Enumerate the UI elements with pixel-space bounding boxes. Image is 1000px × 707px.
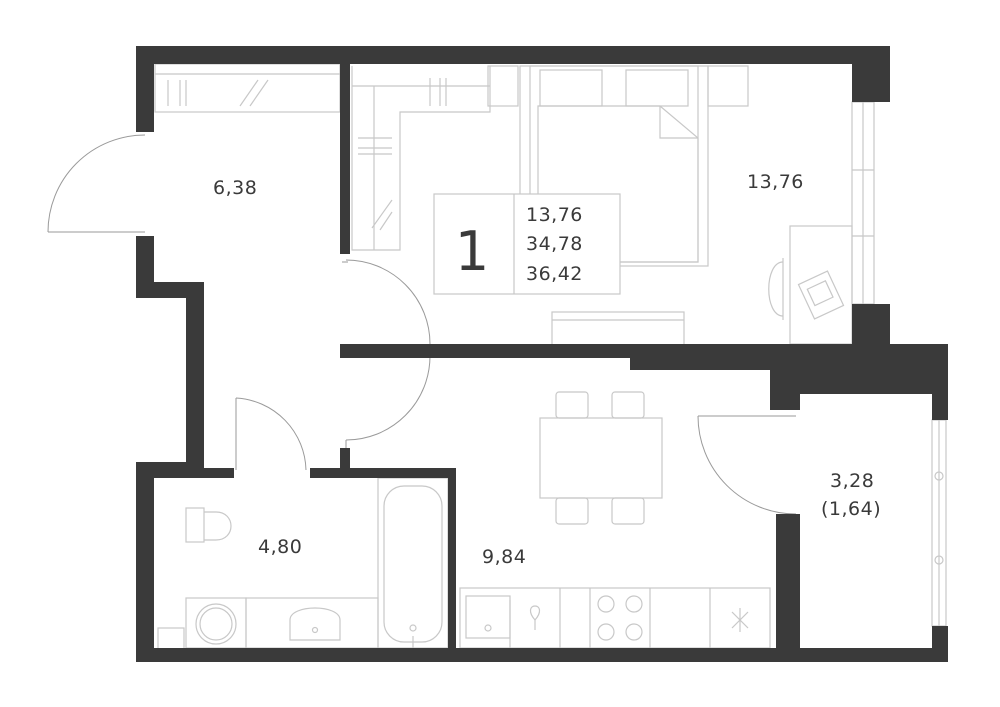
balcony-area-label: 3,28	[830, 470, 874, 492]
living-area: 13,76	[526, 204, 583, 226]
walls	[136, 46, 948, 662]
hallway-area-label: 6,38	[213, 177, 257, 199]
bedroom-area-label: 13,76	[747, 171, 804, 193]
bathroom-area-label: 4,80	[258, 536, 302, 558]
tv-stand	[551, 311, 685, 347]
room-labels: 6,38 13,76 4,80 9,84 3,28 (1,64)	[213, 171, 881, 568]
bedroom-wardrobe	[351, 66, 491, 251]
doors	[47, 134, 797, 515]
rooms-count: 1	[455, 220, 489, 283]
balcony-reduced-area-label: (1,64)	[821, 498, 881, 520]
kitchen-area-label: 9,84	[482, 546, 526, 568]
dining-set	[539, 391, 663, 525]
total-area-with-balcony: 36,42	[526, 263, 583, 285]
apartment-info-box: 1 13,76 34,78 36,42	[433, 193, 621, 295]
total-area: 34,78	[526, 233, 583, 255]
kitchen-counter	[459, 587, 771, 649]
desk	[768, 225, 853, 345]
bathroom-fixtures	[157, 477, 449, 651]
hallway-wardrobe	[154, 63, 341, 113]
